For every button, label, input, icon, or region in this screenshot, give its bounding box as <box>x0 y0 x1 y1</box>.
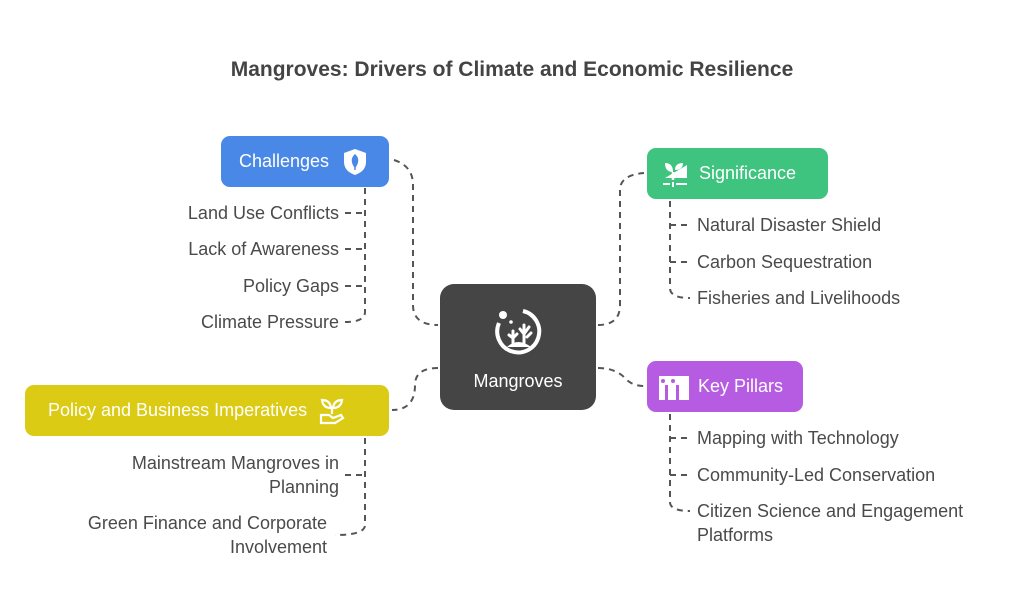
significance-node[interactable]: Significance <box>647 148 828 199</box>
challenges-item: Land Use Conflicts <box>187 203 339 223</box>
connector-significance-items <box>669 201 691 299</box>
connector-policy <box>391 367 439 411</box>
policy-item: Mainstream Mangroves in Planning <box>131 453 339 497</box>
challenges-item: Climate Pressure <box>200 312 339 332</box>
challenges-item: Lack of Awareness <box>188 239 339 259</box>
connector-key-pillars <box>597 367 645 387</box>
significance-item: Carbon Sequestration <box>697 252 873 272</box>
center-label: Mangroves <box>473 370 563 391</box>
coral-reef-icon <box>493 307 543 357</box>
challenges-item: Policy Gaps <box>242 276 339 296</box>
diagram-title: Mangroves: Drivers of Climate and Econom… <box>230 58 794 81</box>
connector-challenges <box>393 159 439 326</box>
connector-policy-items <box>334 438 366 536</box>
significance-item: Fisheries and Livelihoods <box>697 288 901 308</box>
connector-significance <box>597 172 645 326</box>
significance-item: Natural Disaster Shield <box>697 215 882 235</box>
key-pillars-item: Citizen Science and Engagement Platforms <box>697 501 964 545</box>
leaf-shield-icon <box>343 148 367 176</box>
connector-key-pillars-items <box>669 414 691 512</box>
key-pillars-item: Community-Led Conservation <box>697 465 936 485</box>
center-node[interactable]: Mangroves <box>440 284 596 410</box>
key-pillars-node[interactable]: Key Pillars <box>647 361 803 412</box>
sprout-icon <box>661 160 689 188</box>
pillars-icon <box>658 373 690 401</box>
connector-challenges-items <box>344 188 366 323</box>
policy-node[interactable]: Policy and Business Imperatives <box>25 385 389 436</box>
plant-in-hand-icon <box>319 397 345 425</box>
policy-item: Green Finance and Corporate Involvement <box>87 513 327 557</box>
policy-label: Policy and Business Imperatives <box>48 400 308 420</box>
challenges-node[interactable]: Challenges <box>221 136 389 187</box>
challenges-label: Challenges <box>239 151 330 171</box>
significance-label: Significance <box>699 163 797 183</box>
key-pillars-item: Mapping with Technology <box>697 428 899 448</box>
key-pillars-label: Key Pillars <box>698 376 784 396</box>
